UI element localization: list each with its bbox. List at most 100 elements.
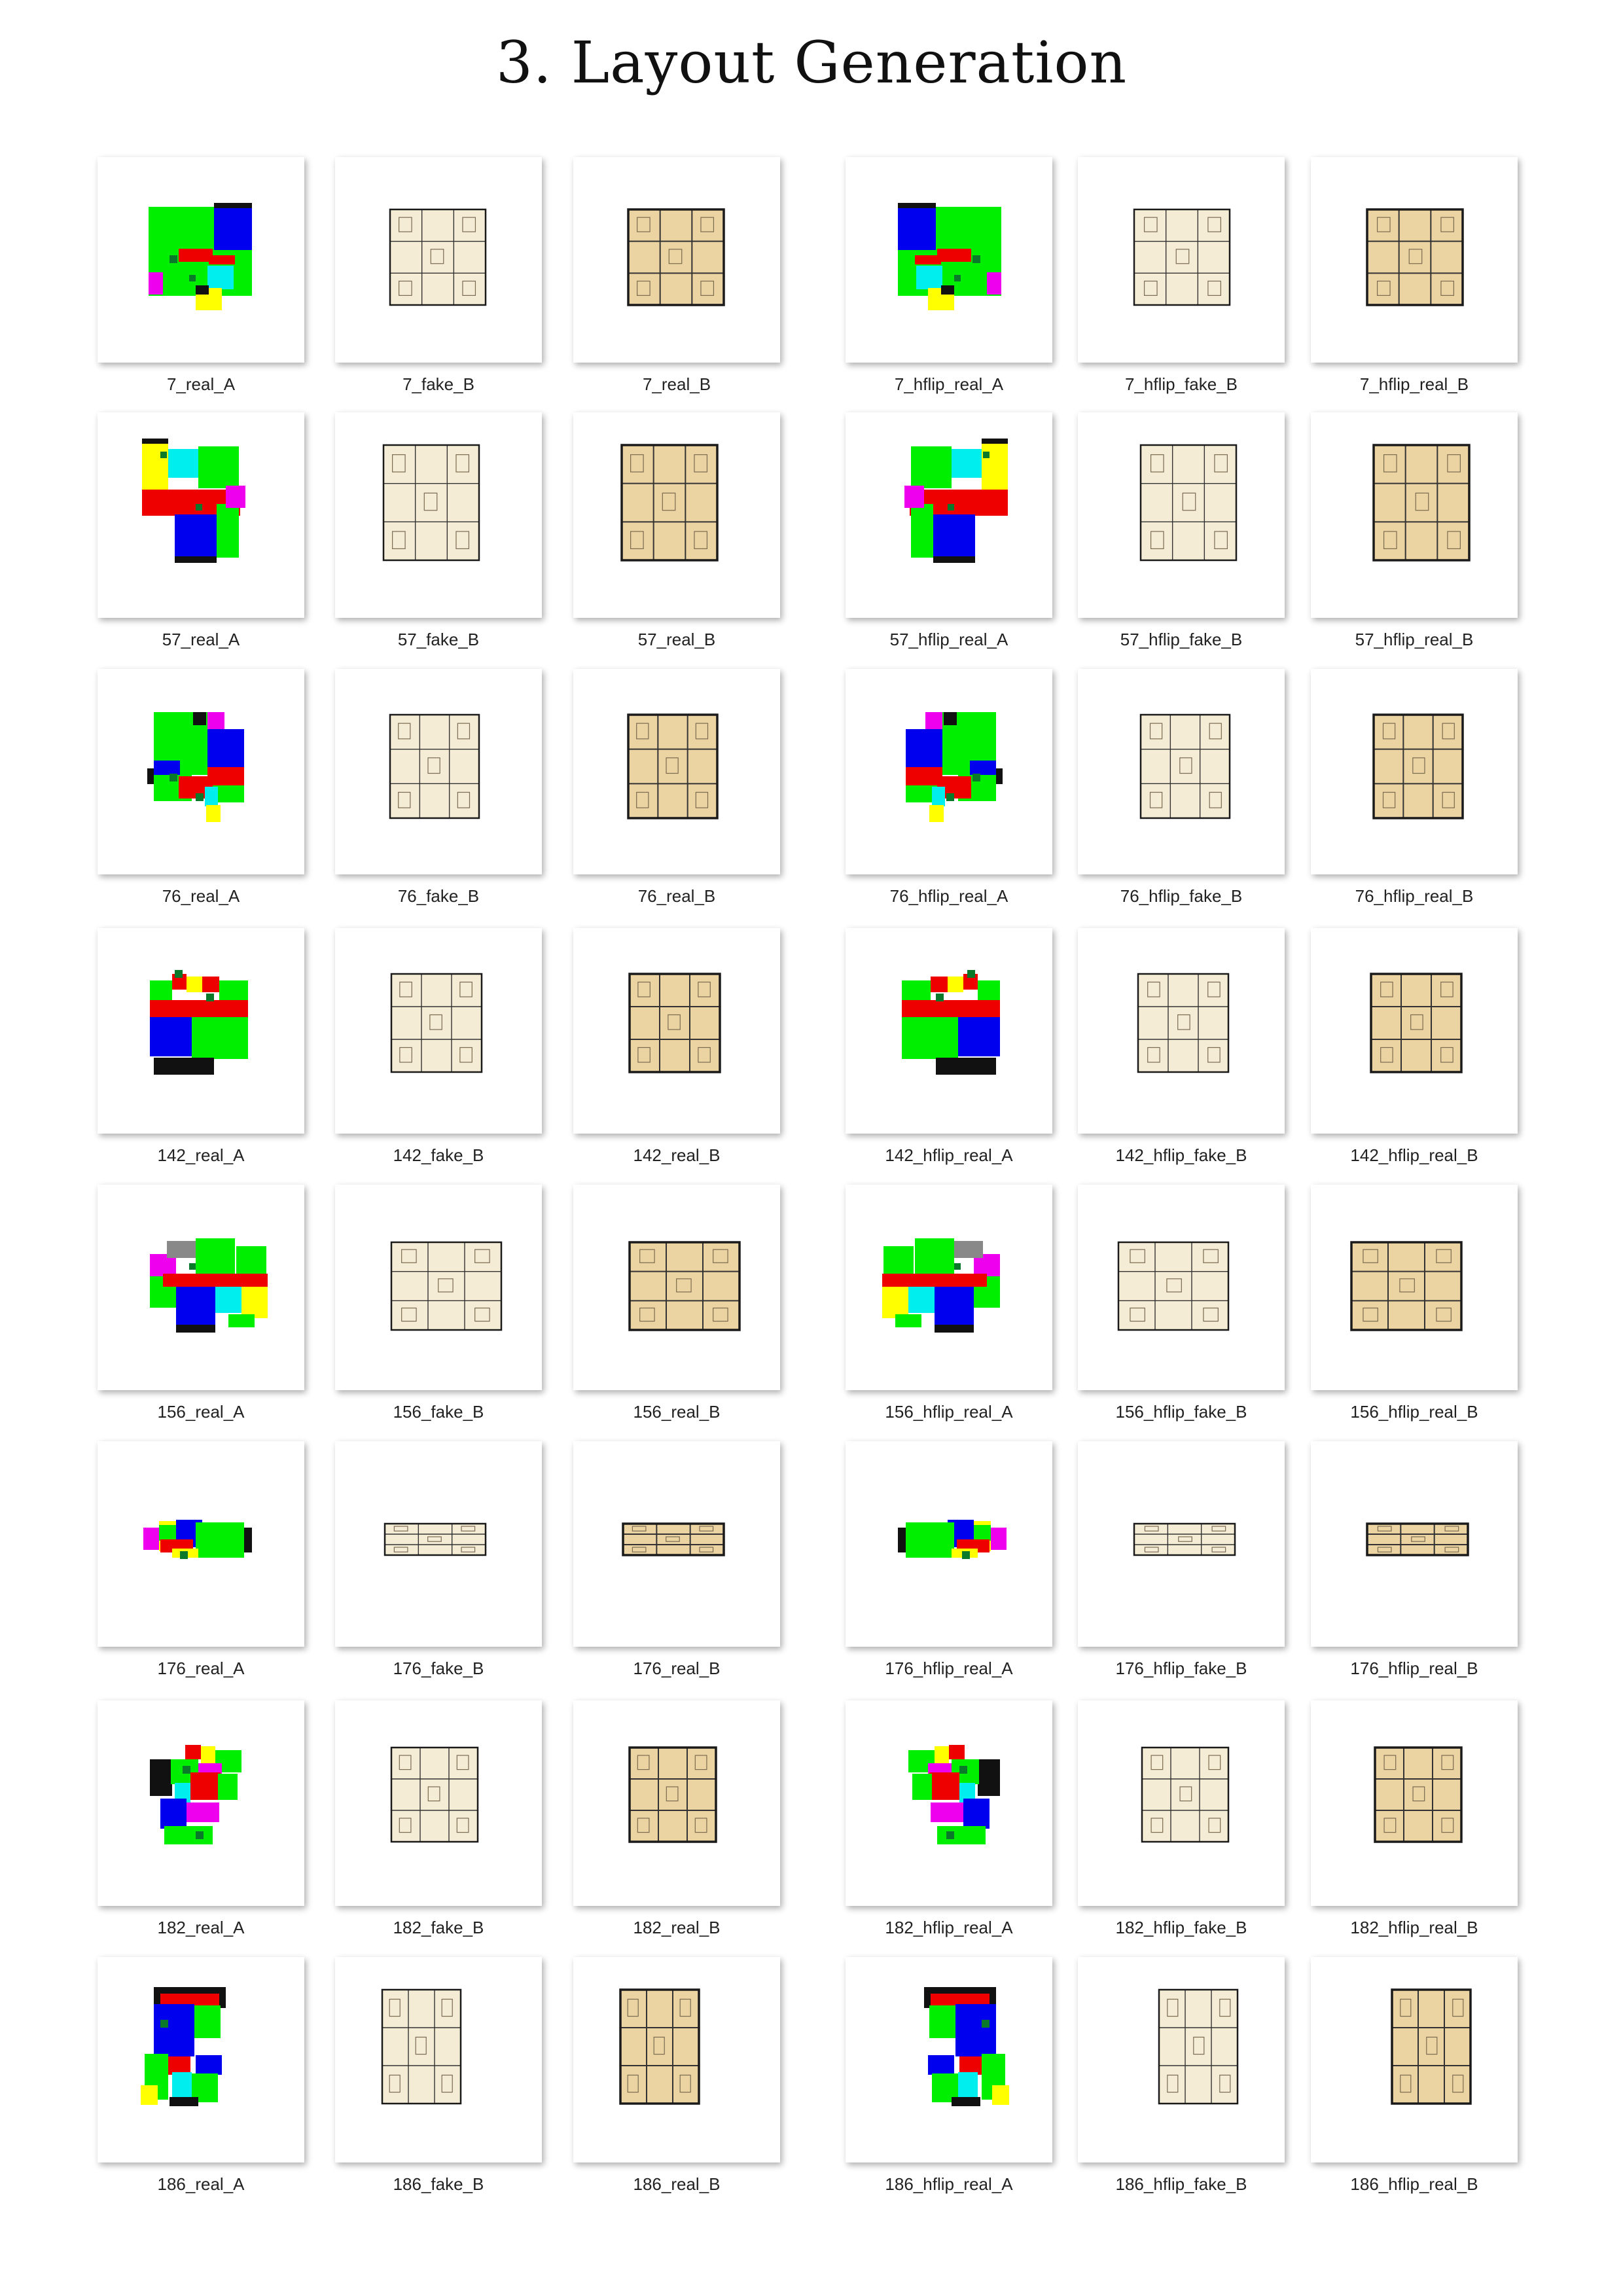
thumbnail-caption: 156_real_B	[633, 1402, 721, 1422]
thumbnail-caption: 7_hflip_real_A	[894, 374, 1004, 394]
generated-floor-plan	[390, 1746, 479, 1843]
thumbnail-image	[98, 928, 304, 1134]
generated-floor-plan	[1158, 1988, 1239, 2105]
thumbnail-caption: 57_hflip_real_A	[889, 630, 1008, 649]
thumbnail-image	[335, 928, 542, 1134]
thumbnail-image	[846, 928, 1052, 1134]
real-floor-plan	[627, 713, 719, 819]
generated-floor-plan	[390, 1241, 503, 1331]
thumbnail-caption: 182_real_A	[157, 1918, 245, 1937]
thumbnail-image	[573, 928, 780, 1134]
thumbnail-caption: 176_fake_B	[393, 1659, 484, 1678]
real-floor-plan	[620, 444, 719, 562]
thumbnail-image	[1311, 1700, 1518, 1906]
thumbnail-caption: 186_hflip_real_A	[885, 2174, 1013, 2194]
generated-floor-plan	[389, 713, 480, 819]
thumbnail-caption: 7_hflip_real_B	[1359, 374, 1469, 394]
thumbnail-image	[573, 669, 780, 874]
thumbnail-image	[1078, 412, 1285, 618]
thumbnail-image	[335, 1957, 542, 2162]
thumbnail-image	[335, 1185, 542, 1390]
thumbnail-caption: 57_real_A	[162, 630, 240, 649]
real-floor-plan	[622, 1522, 725, 1556]
thumbnail-caption: 7_real_B	[642, 374, 711, 394]
color-layout-map	[142, 439, 245, 563]
thumbnail-caption: 156_hflip_fake_B	[1115, 1402, 1247, 1422]
thumbnail-caption: 176_hflip_fake_B	[1115, 1659, 1247, 1678]
thumbnail-image	[98, 412, 304, 618]
thumbnail-image	[335, 669, 542, 874]
thumbnail-caption: 76_real_A	[162, 886, 240, 906]
thumbnail-image	[573, 1957, 780, 2162]
generated-floor-plan	[382, 444, 480, 562]
thumbnail-image	[573, 157, 780, 363]
real-floor-plan	[1350, 1241, 1463, 1331]
thumbnail-image	[98, 157, 304, 363]
generated-floor-plan	[389, 208, 487, 306]
real-floor-plan	[1370, 973, 1463, 1073]
thumbnail-image	[98, 1700, 304, 1906]
thumbnail-caption: 176_hflip_real_B	[1350, 1659, 1478, 1678]
thumbnail-caption: 176_real_B	[633, 1659, 721, 1678]
thumbnail-image	[573, 1441, 780, 1647]
thumbnail-image	[98, 669, 304, 874]
real-floor-plan	[627, 208, 725, 306]
thumbnail-image	[335, 157, 542, 363]
color-layout-map	[908, 1745, 1000, 1844]
thumbnail-image	[98, 1957, 304, 2162]
thumbnail-image	[1311, 157, 1518, 363]
thumbnail-image	[846, 1700, 1052, 1906]
thumbnail-image	[846, 1957, 1052, 2162]
color-layout-map	[904, 439, 1008, 563]
color-layout-map	[150, 1745, 241, 1844]
generated-floor-plan	[1133, 1522, 1236, 1556]
generated-floor-plan	[1139, 444, 1238, 562]
thumbnail-caption: 156_hflip_real_B	[1350, 1402, 1478, 1422]
thumbnail-image	[1078, 669, 1285, 874]
thumbnail-caption: 186_hflip_fake_B	[1115, 2174, 1247, 2194]
thumbnail-caption: 186_hflip_real_B	[1350, 2174, 1478, 2194]
thumbnail-caption: 156_fake_B	[393, 1402, 484, 1422]
thumbnail-caption: 142_real_B	[633, 1145, 721, 1165]
thumbnail-caption: 76_fake_B	[397, 886, 480, 906]
real-floor-plan	[628, 973, 721, 1073]
real-floor-plan	[1374, 1746, 1463, 1843]
color-layout-map	[149, 203, 252, 310]
thumbnail-caption: 182_fake_B	[393, 1918, 484, 1937]
thumbnail-image	[1311, 669, 1518, 874]
thumbnail-image	[1078, 157, 1285, 363]
thumbnail-caption: 76_real_B	[637, 886, 716, 906]
thumbnail-caption: 186_fake_B	[393, 2174, 484, 2194]
thumbnail-caption: 156_real_A	[157, 1402, 245, 1422]
generated-floor-plan	[1137, 973, 1230, 1073]
thumbnail-image	[1078, 1700, 1285, 1906]
color-layout-map	[906, 712, 1003, 822]
thumbnail-caption: 182_real_B	[633, 1918, 721, 1937]
thumbnail-image	[846, 412, 1052, 618]
thumbnail-caption: 176_real_A	[157, 1659, 245, 1678]
thumbnail-image	[573, 1185, 780, 1390]
thumbnail-image	[846, 157, 1052, 363]
color-layout-map	[143, 1520, 252, 1559]
color-layout-map	[150, 1238, 268, 1333]
thumbnail-caption: 76_hflip_real_B	[1355, 886, 1474, 906]
thumbnail-image	[846, 1185, 1052, 1390]
thumbnail-image	[1078, 1185, 1285, 1390]
thumbnail-caption: 186_real_B	[633, 2174, 721, 2194]
thumbnail-image	[1311, 1441, 1518, 1647]
color-layout-map	[924, 1987, 1009, 2106]
thumbnail-caption: 182_hflip_fake_B	[1115, 1918, 1247, 1937]
thumbnail-caption: 57_hflip_fake_B	[1120, 630, 1243, 649]
thumbnail-image	[846, 1441, 1052, 1647]
thumbnail-image	[573, 412, 780, 618]
thumbnail-image	[335, 1700, 542, 1906]
thumbnail-image	[335, 1441, 542, 1647]
real-floor-plan	[628, 1746, 717, 1843]
thumbnail-caption: 57_hflip_real_B	[1355, 630, 1474, 649]
generated-floor-plan	[381, 1988, 462, 2105]
color-layout-map	[150, 970, 248, 1075]
thumbnail-image	[1311, 1185, 1518, 1390]
thumbnail-caption: 57_real_B	[637, 630, 716, 649]
thumbnail-image	[1311, 928, 1518, 1134]
thumbnail-caption: 186_real_A	[157, 2174, 245, 2194]
